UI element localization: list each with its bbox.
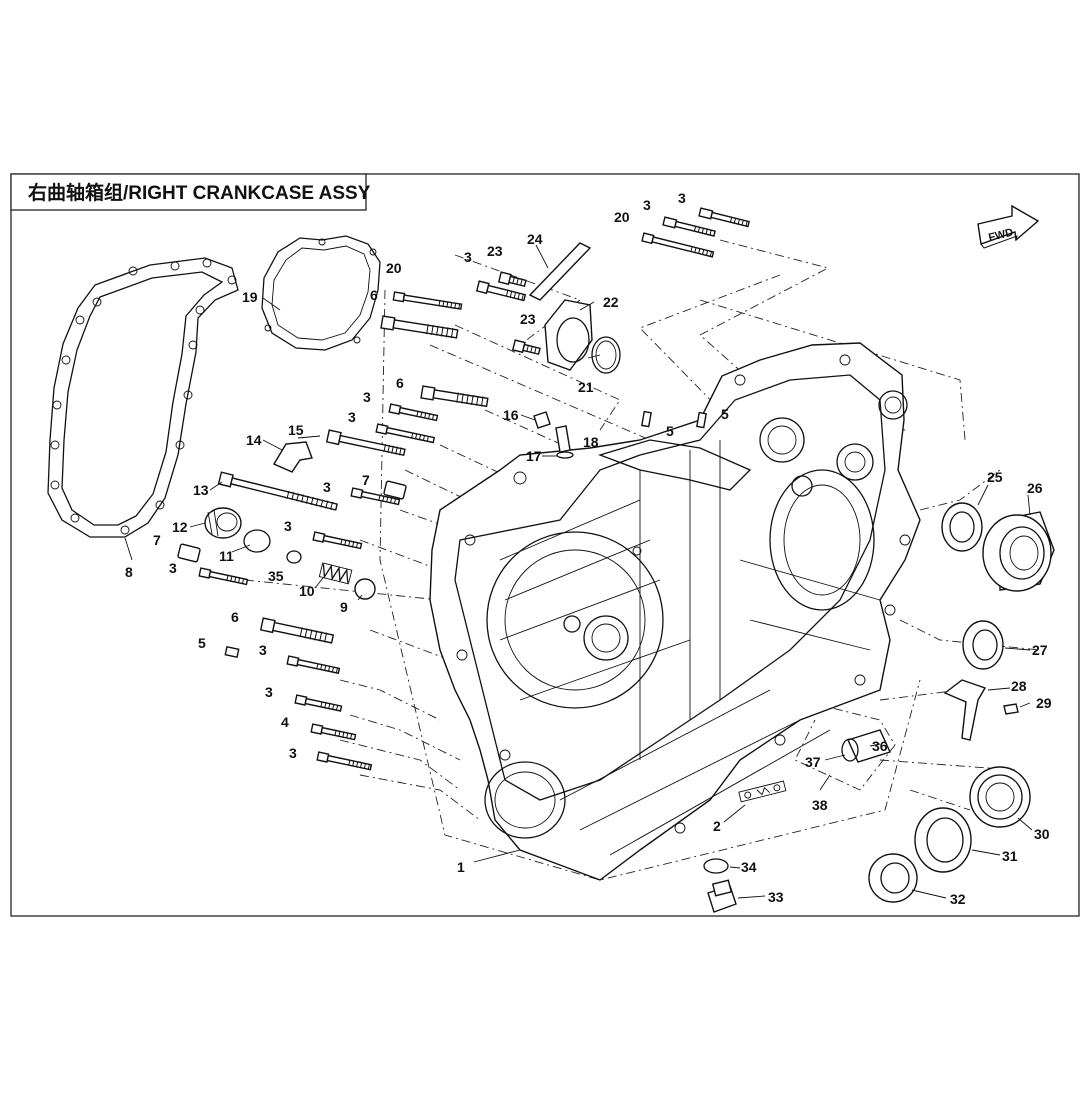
callout-1: 1 — [457, 859, 465, 875]
callout-12: 12 — [172, 519, 188, 535]
callout-33: 33 — [768, 889, 784, 905]
callout-3: 3 — [363, 389, 371, 405]
callout-28: 28 — [1011, 678, 1027, 694]
callout-35: 35 — [268, 568, 284, 584]
round-gasket — [261, 235, 381, 351]
callout-34: 34 — [741, 859, 757, 875]
callout-3: 3 — [284, 518, 292, 534]
callout-11: 11 — [219, 548, 234, 564]
callout-13: 13 — [193, 482, 209, 498]
callout-29: 29 — [1036, 695, 1052, 711]
callout-20: 20 — [386, 260, 402, 276]
callout-3: 3 — [289, 745, 297, 761]
callout-31: 31 — [1002, 848, 1018, 864]
callout-17: 17 — [526, 448, 542, 464]
callout-7: 7 — [362, 472, 370, 488]
callout-24: 24 — [527, 231, 543, 247]
callout-21: 21 — [578, 379, 594, 395]
cover-gasket — [47, 257, 239, 538]
callout-8: 8 — [125, 564, 133, 580]
callout-20: 20 — [614, 209, 630, 225]
callout-18: 18 — [583, 434, 599, 450]
callout-4: 4 — [281, 714, 289, 730]
callout-10: 10 — [299, 583, 315, 599]
callout-7: 7 — [153, 532, 161, 548]
callout-3: 3 — [464, 249, 472, 265]
callout-labels: 1 2 3 3 3 3 3 3 3 3 3 3 3 3 4 5 5 5 6 6 … — [125, 190, 1052, 907]
callout-3: 3 — [678, 190, 686, 206]
callout-26: 26 — [1027, 480, 1043, 496]
callout-23: 23 — [520, 311, 536, 327]
callout-25: 25 — [987, 469, 1003, 485]
callout-6: 6 — [231, 609, 239, 625]
callout-5: 5 — [198, 635, 206, 651]
small-parts — [177, 242, 1055, 913]
callout-27: 27 — [1032, 642, 1048, 658]
callout-36: 36 — [872, 738, 888, 754]
callout-3: 3 — [265, 684, 273, 700]
callout-23: 23 — [487, 243, 503, 259]
callout-3: 3 — [643, 197, 651, 213]
callout-15: 15 — [288, 422, 304, 438]
leader-lines — [124, 244, 1033, 899]
callout-6: 6 — [396, 375, 404, 391]
callout-19: 19 — [242, 289, 258, 305]
fwd-arrow: FWD — [977, 204, 1040, 249]
callout-5: 5 — [721, 406, 729, 422]
diagram-frame — [10, 173, 1080, 917]
bolts — [198, 207, 750, 771]
callout-14: 14 — [246, 432, 262, 448]
callout-6: 6 — [370, 287, 378, 303]
callout-5: 5 — [666, 423, 674, 439]
callout-2: 2 — [713, 818, 721, 834]
fwd-label: FWD — [987, 226, 1014, 244]
callout-37: 37 — [805, 754, 821, 770]
callout-22: 22 — [603, 294, 619, 310]
diagram-title: 右曲轴箱组/RIGHT CRANKCASE ASSY — [27, 181, 371, 204]
callout-3: 3 — [348, 409, 356, 425]
right-crankcase-body — [429, 342, 921, 881]
callout-3: 3 — [169, 560, 177, 576]
callout-38: 38 — [812, 797, 828, 813]
callout-32: 32 — [950, 891, 966, 907]
callout-3: 3 — [323, 479, 331, 495]
callout-3: 3 — [259, 642, 267, 658]
title-box: 右曲轴箱组/RIGHT CRANKCASE ASSY — [10, 173, 371, 211]
callout-16: 16 — [503, 407, 519, 423]
callout-30: 30 — [1034, 826, 1050, 842]
callout-9: 9 — [340, 599, 348, 615]
